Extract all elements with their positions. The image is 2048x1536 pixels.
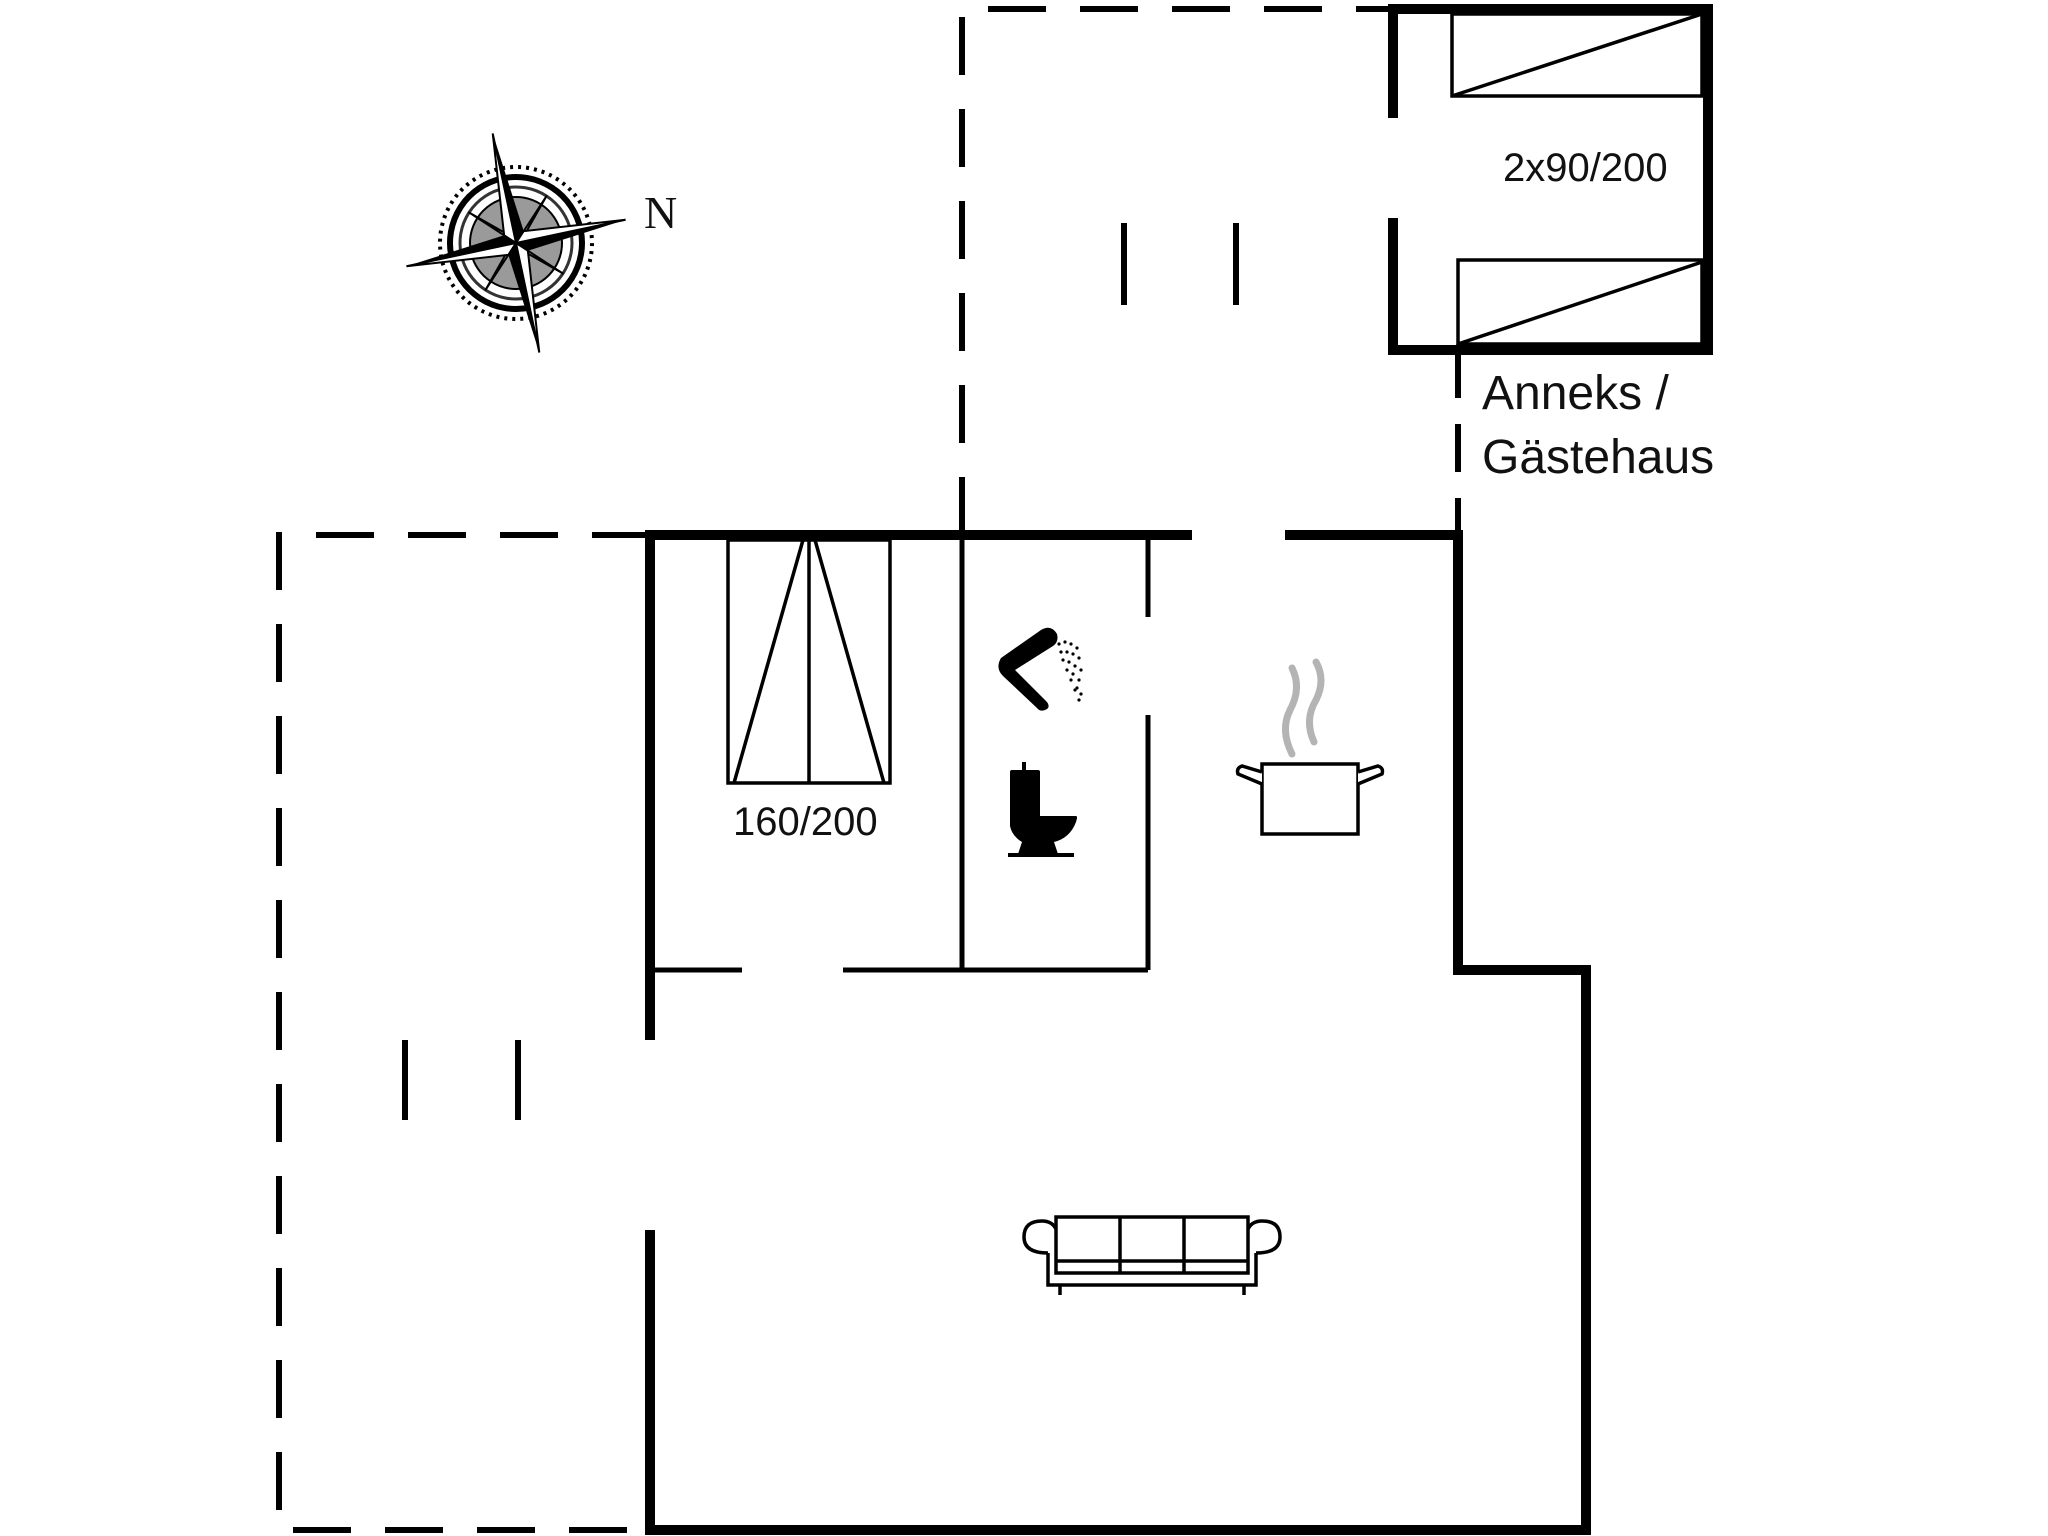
toilet-icon (1008, 762, 1077, 857)
shower-icon (998, 627, 1083, 711)
compass-rose-icon (406, 133, 626, 353)
top-terrace-outline (959, 6, 1393, 535)
twin-beds-icon (1450, 12, 1704, 360)
annex-title: Anneks / Gästehaus (1482, 362, 1714, 490)
annex-walls (1388, 4, 1713, 355)
bedroom-bed-size-label: 160/200 (733, 800, 878, 844)
main-house-walls (645, 530, 1591, 1535)
interior-walls (650, 535, 1151, 973)
terrace-markers (402, 223, 1239, 1120)
annex-bed-size-label: 2x90/200 (1503, 146, 1668, 190)
annex-title-line1: Anneks / (1482, 367, 1669, 420)
sofa-icon (1022, 1215, 1282, 1295)
cooking-pot-icon (1235, 658, 1385, 836)
terrace-outlines (276, 6, 1461, 1533)
left-terrace-outline (276, 532, 650, 1533)
double-bed-icon (726, 538, 892, 785)
north-label: N (644, 187, 678, 238)
annex-title-line2: Gästehaus (1482, 431, 1715, 484)
